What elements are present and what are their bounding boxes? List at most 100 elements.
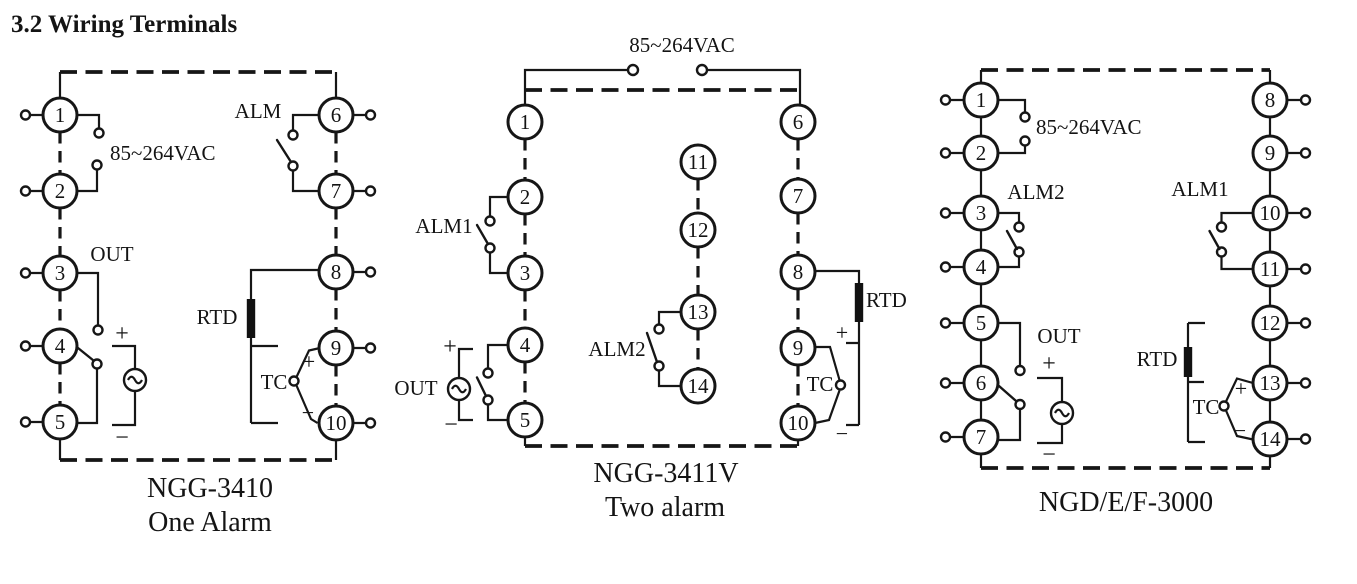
svg-text:7: 7 [793,184,804,208]
svg-text:6: 6 [331,103,342,127]
svg-text:13: 13 [1260,371,1281,395]
terminal-10: 10 [779,404,817,442]
svg-text:5: 5 [520,408,531,432]
rtd-label: RTD [1137,347,1178,371]
rtd-input: RTD + − [815,269,907,446]
terminal-1: 1 [41,96,79,134]
svg-text:12: 12 [688,218,709,242]
alarm1-label: ALM1 [1171,177,1228,201]
svg-text:9: 9 [1265,141,1276,165]
terminal-10: 10 [1251,194,1289,232]
svg-text:2: 2 [55,179,66,203]
svg-text:9: 9 [331,336,342,360]
rtd-element-icon [1183,347,1193,377]
terminal-leads [19,109,377,429]
svg-text:5: 5 [976,311,987,335]
alarm2-label: ALM2 [1007,180,1064,204]
switch-blade-icon [475,223,490,246]
alarm2-switch: ALM2 [998,180,1065,269]
terminals: 1 2 3 4 5 6 7 8 9 10 [41,96,355,442]
svg-text:10: 10 [788,411,809,435]
model-subtitle: Two alarm [605,492,725,523]
power-connection: 85~264VAC [998,98,1142,155]
svg-text:2: 2 [520,185,531,209]
tc-junction-icon [834,379,847,391]
switch-contact-icon [1215,221,1228,233]
plus-sign: + [1042,351,1056,377]
power-label: 85~264VAC [110,141,216,165]
rtd-label: RTD [197,305,238,329]
tc-junction-icon [1218,400,1230,412]
terminals: 1 2 3 4 5 6 7 8 9 10 11 12 13 14 [506,103,817,442]
power-contact-icon [91,159,103,171]
svg-text:5: 5 [55,410,66,434]
switch-blade-icon [1208,229,1221,251]
svg-text:6: 6 [793,110,804,134]
terminal-12: 12 [679,211,717,249]
svg-text:3: 3 [976,201,987,225]
plus-sign: + [115,321,129,347]
terminal-14: 14 [679,367,717,405]
switch-contact-icon [92,324,104,336]
minus-sign: − [444,412,458,438]
power-contact-icon [695,63,709,77]
ac-source-icon: + − [1037,351,1075,468]
minus-sign: − [836,421,848,446]
out-label: OUT [394,376,437,400]
alarm1-label: ALM1 [415,214,472,238]
plus-sign: + [443,334,457,360]
tc-label: TC [261,370,288,394]
svg-text:9: 9 [793,336,804,360]
power-connection: 85~264VAC [523,33,802,90]
terminal-13: 13 [679,293,717,331]
alarm2-label: ALM2 [588,337,645,361]
terminal-10: 10 [317,404,355,442]
terminal-5: 5 [41,403,79,441]
rtd-label: RTD [866,288,907,312]
switch-contact-icon [653,323,665,335]
section-title: 3.2 Wiring Terminals [11,11,237,38]
terminal-5: 5 [506,401,544,439]
plus-sign: + [836,320,848,345]
power-contact-icon [626,63,640,77]
power-connection: 85~264VAC [77,113,216,193]
terminal-3: 3 [41,254,79,292]
svg-text:8: 8 [331,260,342,284]
svg-text:14: 14 [688,374,710,398]
minus-sign: − [115,425,129,451]
switch-contact-icon [1013,221,1025,233]
diagram-ngg-3411v: 85~264VAC ALM1 OUT + − [394,33,906,523]
rtd-input: RTD [197,268,318,425]
svg-text:1: 1 [55,103,66,127]
diagram-ngd-ef-3000: 85~264VAC ALM2 ALM1 OUT [939,68,1312,518]
switch-blade-icon [275,138,293,164]
terminal-14: 14 [1251,420,1289,458]
terminal-6: 6 [779,103,817,141]
switch-contact-icon [484,242,496,254]
terminal-8: 8 [317,253,355,291]
svg-text:11: 11 [1260,257,1280,281]
switch-blade-icon [76,346,95,362]
alarm-label: ALM [235,99,282,123]
terminal-7: 7 [779,177,817,215]
svg-text:7: 7 [331,179,342,203]
terminal-2: 2 [962,134,1000,172]
svg-text:2: 2 [976,141,987,165]
terminal-1: 1 [506,103,544,141]
switch-blade-icon [645,331,659,364]
terminal-13: 13 [1251,364,1289,402]
terminal-9: 9 [317,329,355,367]
terminal-3: 3 [506,254,544,292]
switch-blade-icon [1005,229,1019,251]
switch-contact-icon [653,360,665,372]
diagram-ngg-3410: 85~264VAC ALM OUT + − [19,70,377,538]
terminal-4: 4 [506,326,544,364]
switch-blade-icon [997,384,1017,402]
power-contact-icon [93,127,105,139]
terminal-8: 8 [779,253,817,291]
svg-text:4: 4 [520,333,531,357]
ac-source-icon: + − [443,334,473,438]
rtd-element-icon [246,299,256,338]
svg-text:12: 12 [1260,311,1281,335]
